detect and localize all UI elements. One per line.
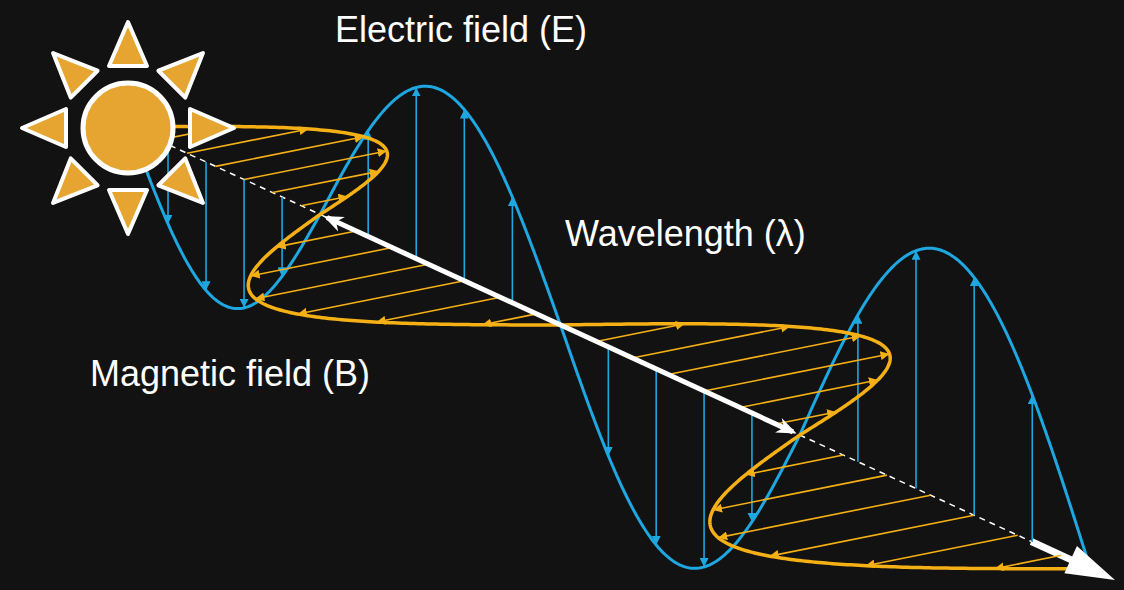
magnetic-vector-arrow <box>866 535 1018 565</box>
field-label: Electric field (E) <box>331 8 591 51</box>
electric-vector-arrow <box>512 197 514 303</box>
sun-ray <box>109 22 147 66</box>
electric-vector-arrow <box>464 110 466 281</box>
electric-vector-arrow <box>608 347 610 456</box>
electric-vector-arrow <box>655 369 657 545</box>
propagation-axis <box>130 127 1076 562</box>
magnetic-vector-arrow <box>704 354 889 391</box>
electric-field-wave <box>130 86 1090 568</box>
magnetic-vector-arrow <box>273 171 379 192</box>
sun-ray <box>158 158 203 203</box>
magnetic-vector-arrow <box>596 324 685 342</box>
electric-vector-arrow <box>703 391 705 567</box>
electric-wave-curve <box>130 86 1090 568</box>
magnetic-vector-arrow <box>740 380 878 408</box>
axis-arrow-head <box>1064 546 1115 580</box>
magnetic-wave-curve <box>130 126 1090 568</box>
electric-vector-arrow <box>415 87 417 258</box>
wavelength-arrow <box>327 218 1115 580</box>
electric-vector-arrow <box>1031 395 1033 542</box>
sun-ray <box>53 53 98 98</box>
field-label: Magnetic field (B) <box>86 352 374 395</box>
sun-ray <box>22 109 66 147</box>
magnetic-vector-arrow <box>216 137 364 167</box>
electric-vector-arrow <box>281 197 283 276</box>
magnetic-vector-arrow <box>718 495 930 537</box>
magnetic-vector-arrow <box>377 297 501 322</box>
sun-ray <box>158 53 203 98</box>
sun-ray <box>190 109 234 147</box>
magnetic-field-wave <box>130 126 1090 568</box>
sun-ray <box>109 190 147 234</box>
field-label: Wavelength (λ) <box>561 212 810 255</box>
magnetic-vector-arrow <box>632 326 790 358</box>
sun-disc <box>83 83 173 173</box>
sun-icon <box>22 22 234 234</box>
magnetic-vector-arrow <box>244 151 387 180</box>
electric-vector-arrow <box>973 277 975 515</box>
axis-arrow-shaft <box>1031 541 1075 561</box>
electric-vector-arrow <box>205 162 207 290</box>
sun-ray <box>53 158 98 203</box>
magnetic-vector-arrow <box>668 336 861 375</box>
electric-vector-arrow <box>915 251 917 489</box>
electric-vector-arrow <box>243 179 245 307</box>
magnetic-vector-arrow <box>995 555 1061 568</box>
axis-dashed-line <box>130 127 1031 541</box>
